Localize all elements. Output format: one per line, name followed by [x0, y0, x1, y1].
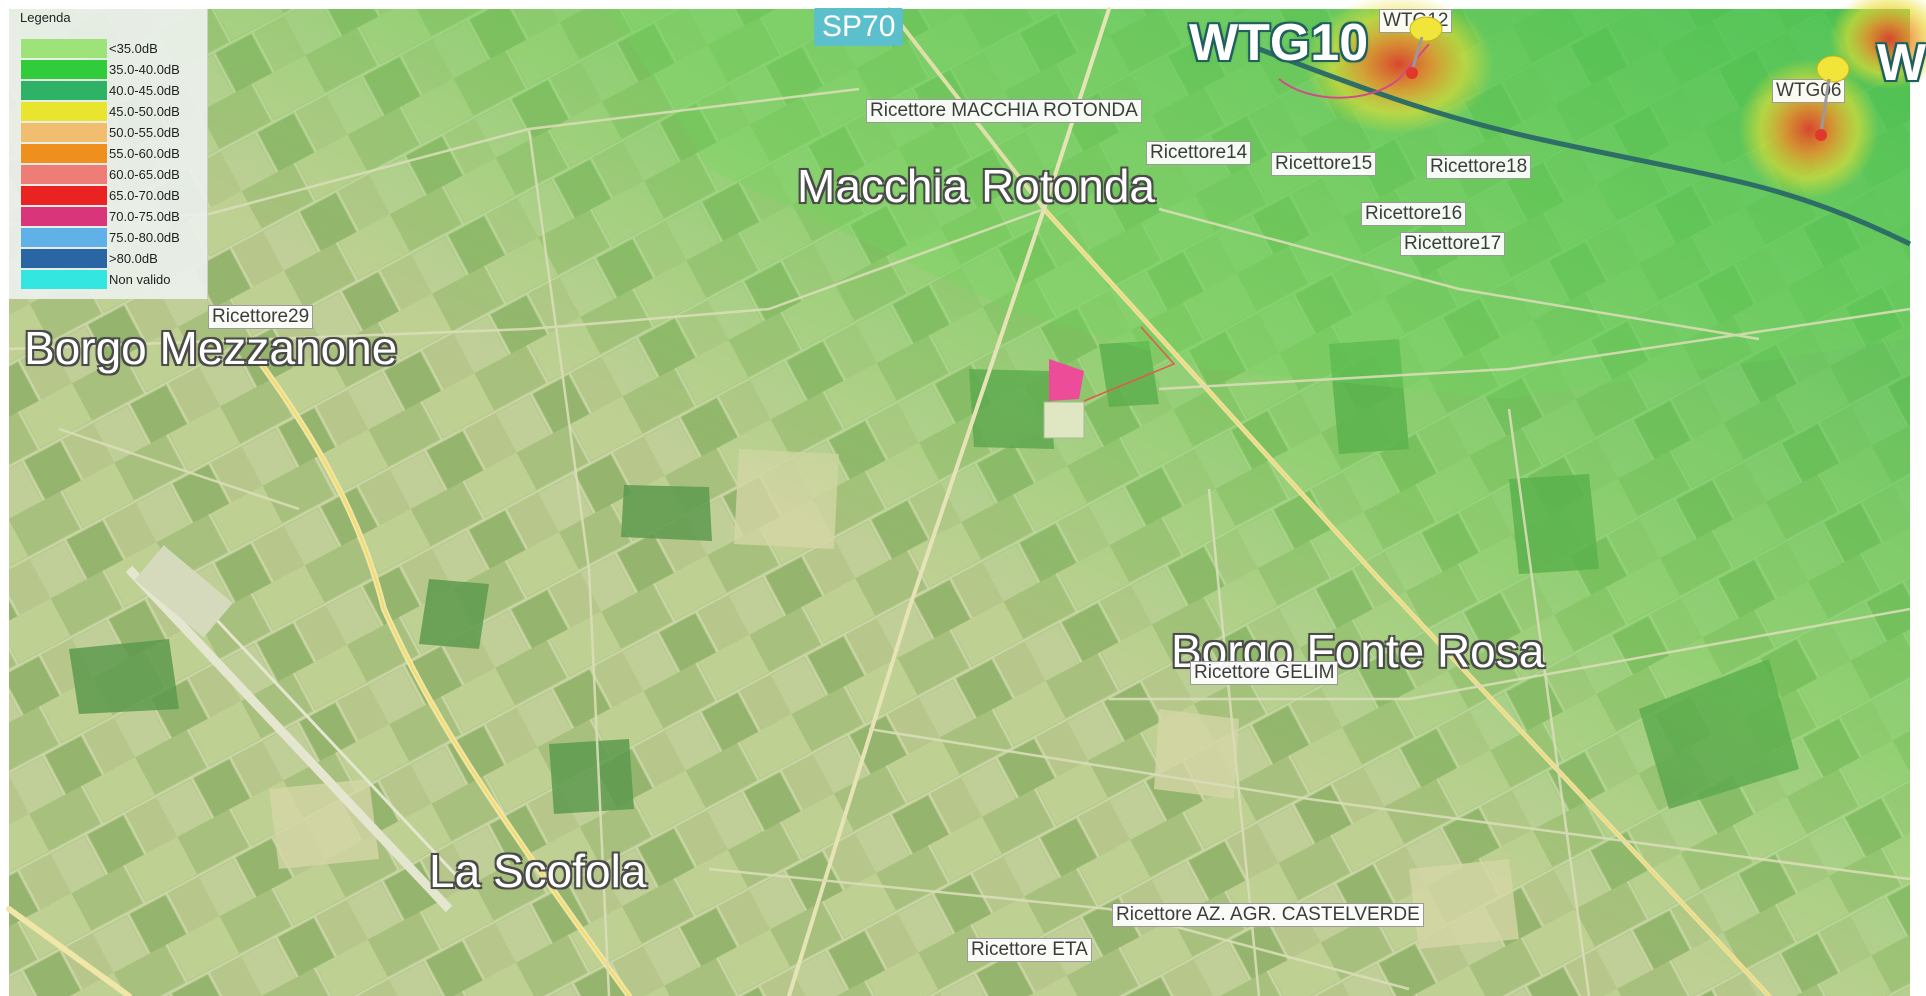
legend-swatch — [21, 81, 107, 100]
legend-swatch — [21, 60, 107, 79]
legend-swatch — [21, 186, 107, 205]
legend-label: Non valido — [109, 272, 171, 287]
legend-swatch — [21, 102, 107, 121]
turbine-pin-wtg12-icon[interactable] — [1404, 11, 1444, 83]
map-view[interactable]: SP70 Macchia Rotonda Borgo Mezzanone Bor… — [6, 0, 1926, 996]
legend-label: 45.0-50.0dB — [109, 104, 180, 119]
place-label-macchia-rotonda: Macchia Rotonda — [797, 160, 1155, 212]
road-shield-sp70: SP70 — [814, 8, 904, 46]
legend-swatch — [21, 207, 107, 226]
receptor-label-29[interactable]: Ricettore29 — [208, 305, 314, 329]
place-label-borgo-mezzanone: Borgo Mezzanone — [24, 322, 398, 374]
legend-label: 35.0-40.0dB — [109, 62, 180, 77]
turbine-pin-wtg06-icon[interactable] — [1807, 47, 1853, 143]
legend-label: 40.0-45.0dB — [109, 83, 180, 98]
turbine-label-wtg10: WTG10 — [1189, 14, 1369, 72]
legend-label: 60.0-65.0dB — [109, 167, 180, 182]
legend-label: <35.0dB — [109, 41, 158, 56]
receptor-label-15[interactable]: Ricettore15 — [1271, 152, 1377, 176]
receptor-label-14[interactable]: Ricettore14 — [1146, 141, 1252, 165]
legend-swatch — [21, 270, 107, 289]
legend-title: Legenda — [20, 10, 71, 25]
receptor-label-17[interactable]: Ricettore17 — [1400, 232, 1506, 256]
receptor-label-macchia-rotonda[interactable]: Ricettore MACCHIA ROTONDA — [866, 99, 1142, 123]
legend-panel: Legenda <35.0dB 35.0-40.0dB 40.0-45.0dB 45.… — [9, 9, 208, 299]
legend-label: 50.0-55.0dB — [109, 125, 180, 140]
receptor-label-16[interactable]: Ricettore16 — [1361, 202, 1467, 226]
legend-swatch — [21, 228, 107, 247]
receptor-label-castelverde[interactable]: Ricettore AZ. AGR. CASTELVERDE — [1112, 903, 1424, 927]
legend-label: >80.0dB — [109, 251, 158, 266]
legend-label: 70.0-75.0dB — [109, 209, 180, 224]
legend-label: 75.0-80.0dB — [109, 230, 180, 245]
legend-swatch — [21, 144, 107, 163]
legend-swatch — [21, 249, 107, 268]
receptor-label-18[interactable]: Ricettore18 — [1426, 155, 1532, 179]
legend-label: 55.0-60.0dB — [109, 146, 180, 161]
map-imagery[interactable] — [6, 0, 1926, 996]
turbine-label-partial: W — [1877, 34, 1926, 92]
legend-swatch — [21, 123, 107, 142]
legend-swatch — [21, 39, 107, 58]
receptor-label-gelim[interactable]: Ricettore GELIM — [1190, 661, 1339, 685]
legend-swatch — [21, 165, 107, 184]
receptor-label-eta[interactable]: Ricettore ETA — [967, 938, 1092, 962]
place-label-la-scofola: La Scofola — [429, 845, 647, 897]
legend-label: 65.0-70.0dB — [109, 188, 180, 203]
